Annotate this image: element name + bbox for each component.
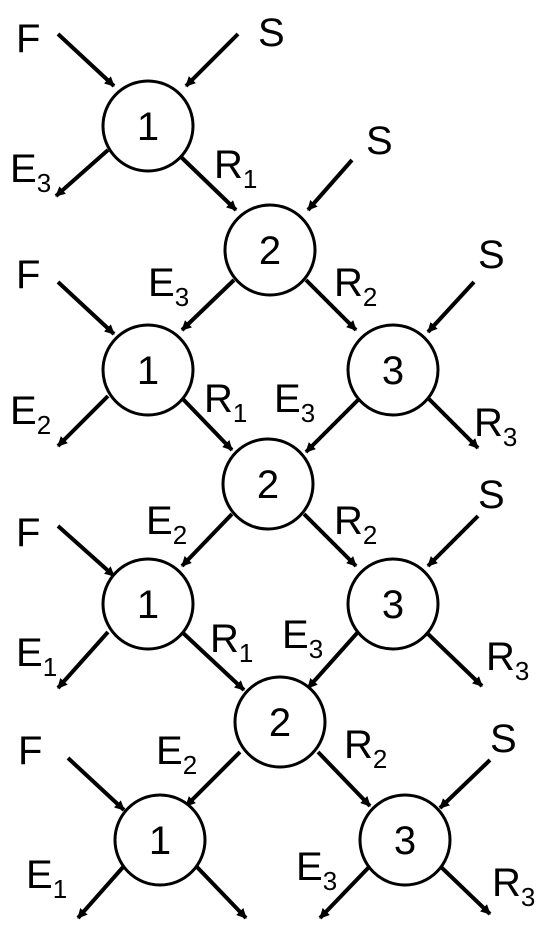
- label-solvent: S: [490, 717, 517, 761]
- label-raffinate: R2: [334, 499, 377, 550]
- raffinate-arrow: [302, 512, 358, 568]
- label-raffinate: R3: [492, 861, 535, 912]
- stage-node-3-row2: 3: [346, 323, 440, 417]
- stage-number: 3: [394, 819, 416, 863]
- label-raffinate: R2: [334, 261, 377, 312]
- label-raffinate: R1: [214, 143, 257, 194]
- label-raffinate: R3: [474, 401, 517, 452]
- stage-number: 3: [382, 349, 404, 393]
- label-solvent: S: [366, 119, 393, 163]
- solvent-arrow: [184, 32, 240, 88]
- label-raffinate: R3: [486, 635, 529, 686]
- flow-arrows: [54, 32, 492, 920]
- stage-number: 1: [137, 583, 159, 627]
- stage-number: 3: [382, 583, 404, 627]
- extract-arrow: [180, 278, 236, 332]
- raffinate-arrow: [180, 630, 246, 692]
- stage-number: 2: [269, 701, 291, 745]
- label-extract: E2: [156, 729, 197, 780]
- label-extract: E3: [282, 613, 323, 664]
- stage-number: 2: [259, 229, 281, 273]
- extract-arrow: [306, 630, 360, 690]
- label-extract: E1: [16, 631, 57, 682]
- label-extract: E2: [10, 389, 51, 440]
- feed-arrow: [66, 756, 126, 812]
- extract-arrow: [318, 864, 372, 920]
- extract-arrow: [54, 148, 110, 198]
- outlet-arrow: [194, 864, 248, 920]
- solvent-arrow: [306, 158, 354, 212]
- raffinate-arrow: [316, 750, 372, 808]
- solvent-arrow: [426, 280, 476, 334]
- feed-arrow: [56, 524, 116, 578]
- stage-number: 1: [137, 105, 159, 149]
- label-extract: E3: [274, 377, 315, 428]
- label-extract: E2: [146, 499, 187, 550]
- raffinate-arrow: [424, 630, 484, 688]
- solvent-arrow: [438, 758, 492, 810]
- feed-arrow: [56, 280, 116, 336]
- extract-arrow: [184, 750, 242, 808]
- stage-node-2-row5: 2: [233, 675, 327, 769]
- label-extract: E3: [10, 147, 51, 198]
- stage-node-2-row1: 2: [223, 203, 317, 297]
- label-solvent: S: [478, 233, 505, 277]
- extract-arrow: [304, 398, 360, 454]
- label-extract: E1: [26, 853, 67, 904]
- stage-node-1-row4: 1: [101, 557, 195, 651]
- raffinate-arrow: [304, 278, 358, 332]
- stage-number: 1: [149, 819, 171, 863]
- stage-node-2-row3: 2: [221, 437, 315, 531]
- label-feed: F: [16, 511, 40, 555]
- stage-node-3-row4: 3: [346, 557, 440, 651]
- label-solvent: S: [258, 11, 285, 55]
- label-raffinate: R2: [344, 723, 387, 774]
- label-raffinate: R1: [204, 377, 247, 428]
- raffinate-arrow: [424, 394, 480, 450]
- stage-node-1-row6: 1: [113, 793, 207, 887]
- raffinate-arrow: [178, 394, 234, 452]
- extract-arrow: [56, 394, 110, 448]
- stage-node-1-row1: 1: [101, 79, 195, 173]
- label-feed: F: [16, 17, 40, 61]
- extract-arrow: [180, 512, 234, 568]
- extract-arrow: [76, 864, 126, 920]
- stage-number: 2: [257, 463, 279, 507]
- stage-node-3-row6: 3: [358, 793, 452, 887]
- feed-arrow: [56, 32, 116, 88]
- raffinate-arrow: [438, 864, 492, 916]
- stage-node-1-row2: 1: [101, 323, 195, 417]
- extract-arrow: [56, 630, 110, 690]
- label-extract: E3: [296, 845, 337, 896]
- raffinate-arrow: [178, 154, 238, 212]
- label-feed: F: [18, 729, 42, 773]
- label-extract: E3: [148, 261, 189, 312]
- label-solvent: S: [478, 473, 505, 517]
- label-feed: F: [16, 253, 40, 297]
- label-raffinate: R1: [210, 617, 253, 668]
- stage-number: 1: [137, 349, 159, 393]
- solvent-arrow: [426, 514, 480, 568]
